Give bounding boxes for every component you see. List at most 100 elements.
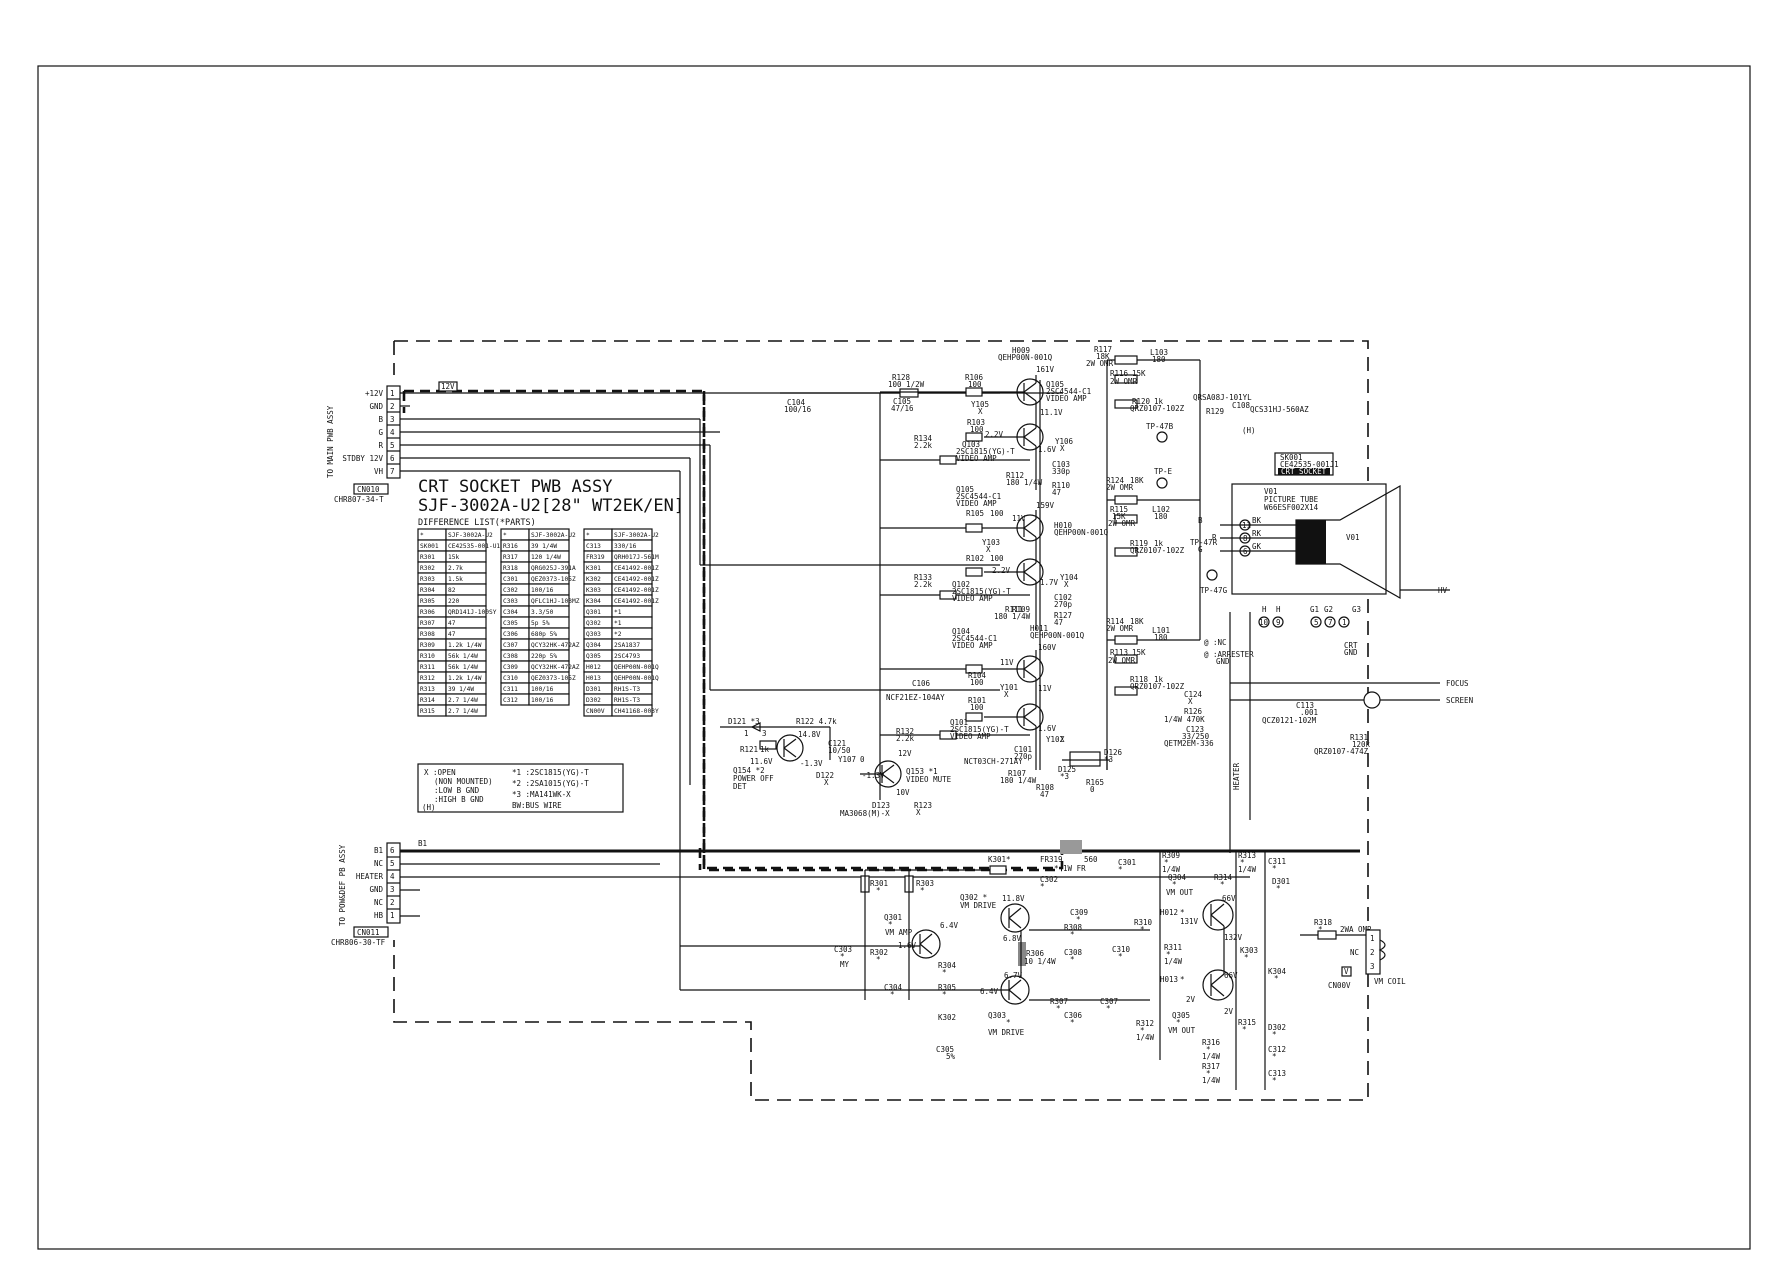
cn011-label-nc: NC: [374, 859, 383, 868]
b1-label: B1: [418, 839, 427, 848]
table-part-value: QEZ0373-105Z: [531, 576, 576, 583]
table-header-text: SJF-3002A-U2: [531, 532, 576, 539]
c302-x: *: [1040, 882, 1045, 891]
cn00v-label: CN00V: [1328, 981, 1351, 990]
k301-label: K301: [988, 855, 1006, 864]
vm13b: -1.3V: [862, 771, 885, 780]
r104-value: 100: [970, 678, 984, 687]
crt-gnd-2: GND: [1344, 648, 1358, 657]
c312-x: *: [1272, 1052, 1277, 1061]
table-part-ref: H012: [586, 664, 601, 671]
v148: 14.8V: [798, 730, 821, 739]
table-part-value: 82: [448, 587, 456, 594]
r114-value: 18K: [1130, 617, 1144, 626]
c306-x: *: [1070, 1018, 1075, 1027]
q305-label: Q305: [1172, 1011, 1190, 1020]
q302-label: Q302 *: [960, 893, 987, 902]
v01-label: V01: [1264, 487, 1278, 496]
r134-label: R134: [914, 434, 933, 443]
c103-value: 330p: [1052, 467, 1071, 476]
k301-x: *: [1006, 855, 1011, 864]
c108-part: QCS31HJ-560AZ: [1250, 405, 1309, 414]
sk001-label: SK001: [1280, 453, 1303, 462]
table-part-value: 56k 1/4W: [448, 664, 478, 671]
title-line-1: CRT SOCKET PWB ASSY: [418, 477, 612, 497]
table-part-value: QRD141J-100SY: [448, 609, 497, 616]
q105a-label: Q105: [1046, 380, 1064, 389]
r102-value: 100: [990, 554, 1004, 563]
cn010-part: CHR807-34-T: [334, 495, 384, 504]
c101-part: NCT03CH-271AY: [964, 757, 1023, 766]
r301-label: R301: [870, 879, 888, 888]
table-part-ref: H013: [586, 675, 601, 682]
r302-label: R302: [870, 948, 888, 957]
c309-label: C309: [1070, 908, 1088, 917]
r312-watt: 1/4W: [1136, 1033, 1155, 1042]
table-part-value: 1.2k 1/4W: [448, 642, 482, 649]
k304-x: *: [1274, 974, 1279, 983]
cn011-pin-5: 5: [390, 859, 395, 868]
c312-label: C312: [1268, 1045, 1286, 1054]
pin-7: 7: [1328, 618, 1333, 627]
c108-h: (H): [1242, 426, 1256, 435]
table-part-ref: C310: [503, 675, 518, 682]
q104-part: 2SC4544-C1: [952, 634, 997, 643]
table-part-value: QEHP00N-001Q: [614, 675, 659, 682]
q103-part: 2SC1815(YG)-T: [956, 447, 1015, 456]
q154-label: Q154 *2: [733, 766, 765, 775]
c123-label: C123: [1186, 725, 1204, 734]
pin-r: R: [1212, 533, 1217, 542]
c124-label: C124: [1184, 690, 1203, 699]
r126-value: 1/4W 470K: [1164, 715, 1205, 724]
c305-label: C305: [936, 1045, 954, 1054]
v64b: 6.4V: [980, 987, 999, 996]
q103-label: Q103: [962, 440, 980, 449]
q154-function-1: POWER OFF: [733, 774, 774, 783]
fr319-value: 560: [1084, 855, 1098, 864]
hv-label: HV: [1438, 586, 1448, 595]
v11b: 11V: [1000, 658, 1014, 667]
c305-value: 5%: [946, 1052, 956, 1061]
table-part-value: 2.7 1/4W: [448, 708, 478, 715]
cn010-label-4: G: [378, 428, 383, 437]
table-part-ref: R307: [420, 620, 435, 627]
r313-label: R313: [1238, 851, 1256, 860]
table-part-value: QCY32HK-472AZ: [531, 642, 580, 649]
r317-label: R317: [1202, 1062, 1220, 1071]
connector-cn011: 6 5 4 3 2 1 B1 NC HEATER GND NC HB CN011…: [331, 842, 401, 947]
v160: 160V: [1038, 643, 1057, 652]
table-part-ref: Q301: [586, 609, 601, 616]
r304-x: *: [942, 968, 947, 977]
vm-coil-pin-2: 2: [1370, 948, 1375, 957]
cn010-pin-2: 2: [390, 402, 395, 411]
vm-stage: K301 * FR319 560 * 1W FR C302 * C301 * R…: [680, 851, 1406, 1090]
table-part-value: 39 1/4W: [531, 543, 557, 550]
r165-value: 0: [1090, 785, 1095, 794]
table-part-ref: R316: [503, 543, 518, 550]
r318-label: R318: [1314, 918, 1333, 927]
g3-label: G3: [1352, 605, 1361, 614]
r308-x: *: [1070, 930, 1075, 939]
v131: 131V: [1180, 917, 1199, 926]
heater-h2: H: [1276, 605, 1281, 614]
tp47r: TP-47R: [1190, 538, 1218, 547]
table-part-value: 47: [448, 631, 456, 638]
table-part-ref: C308: [503, 653, 518, 660]
d121-pin1: 1: [744, 729, 749, 738]
c313-label: C313: [1268, 1069, 1286, 1078]
cn011-label-b1: B1: [374, 846, 383, 855]
table-part-value: QEZ0373-105Z: [531, 675, 576, 682]
r120-part: QRZ0107-102Z: [1130, 404, 1185, 413]
heater-h1: H: [1262, 605, 1267, 614]
r310-label: R310: [1134, 918, 1153, 927]
r115-value: 15K: [1112, 512, 1126, 521]
table-part-ref: R308: [420, 631, 435, 638]
table-part-ref: C304: [503, 609, 518, 616]
table-part-ref: C307: [503, 642, 518, 649]
r126-label: R126: [1184, 707, 1203, 716]
r111-label: R111: [1005, 605, 1023, 614]
c101-label: C101: [1014, 745, 1032, 754]
r123-label: R123: [914, 801, 932, 810]
r117-label: R117: [1094, 345, 1112, 354]
